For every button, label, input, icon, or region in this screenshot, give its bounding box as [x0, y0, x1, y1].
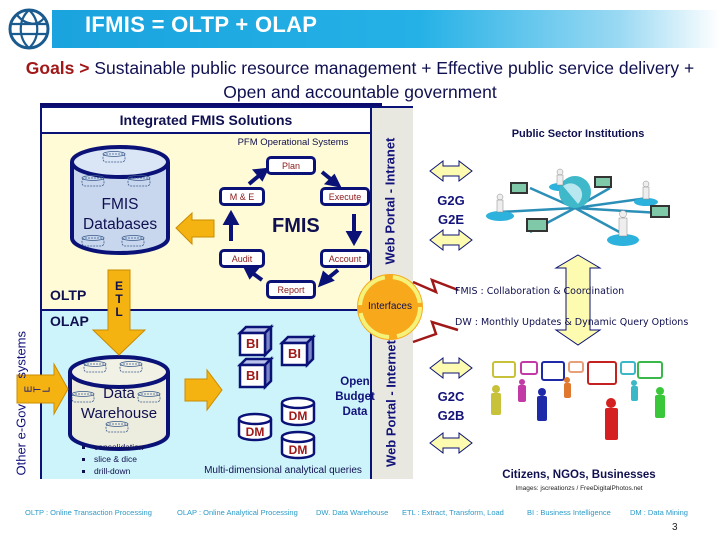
data-warehouse-line-1: Data: [103, 385, 135, 402]
fmis-databases-line-1: FMIS: [101, 196, 139, 213]
olap-label: OLAP: [50, 313, 89, 329]
g2e-label: G2E: [437, 212, 464, 227]
etl-left-arrow: [16, 362, 69, 416]
world-bank-globe-icon: [8, 8, 50, 50]
public-sector-title: Public Sector Institutions: [511, 128, 645, 140]
oltp-label: OLTP: [50, 287, 87, 303]
feature-item: slice & dice: [94, 453, 144, 465]
footer-dw-definition: DW. Data Warehouse: [316, 508, 389, 517]
etl-letters: E T L: [113, 280, 125, 319]
g2c-double-arrow-top: [429, 356, 473, 380]
fmis-databases-line-2: Databases: [83, 216, 158, 233]
g2g-double-arrow-top: [429, 159, 473, 183]
citizens-label: Citizens, NGOs, Businesses: [502, 469, 656, 481]
other-egov-label: Other e-Gov systems: [13, 331, 29, 476]
citizens-illustration: [491, 361, 665, 440]
open-budget-line: Data: [342, 406, 368, 418]
g2c-label: G2C: [437, 389, 465, 404]
footer-etl-definition: ETL : Extract, Transform, Load: [402, 508, 504, 517]
data-warehouse-icon: [68, 355, 170, 451]
cycle-arrows: [222, 167, 363, 288]
goals-line-2: Open and accountable government: [223, 82, 497, 102]
dm-label: DM: [245, 425, 265, 439]
plan-box: Plan: [266, 156, 316, 175]
page-number: 3: [672, 522, 678, 533]
goals-line-1: Sustainable public resource management +…: [94, 58, 695, 78]
left-etl-l: L: [41, 386, 53, 393]
data-warehouse-label: Data Warehouse: [78, 384, 160, 424]
mdq-label: Multi-dimensional analytical queries: [204, 465, 362, 476]
panel-title: Integrated FMIS Solutions: [42, 108, 370, 134]
bi-label: BI: [246, 336, 259, 351]
g2g-double-arrow-bottom: [429, 228, 473, 252]
title-bar: [52, 10, 720, 48]
g2c-double-arrow-bottom: [429, 431, 473, 455]
vertical-double-arrow: [554, 254, 602, 346]
etl-letter-t: T: [115, 292, 123, 306]
footer-dm-definition: DM : Data Mining: [630, 508, 688, 517]
slide-title: IFMIS = OLTP + OLAP: [85, 12, 318, 37]
goals-statement: Goals > Sustainable public resource mana…: [0, 56, 720, 104]
report-box: Report: [266, 280, 316, 299]
left-etl-letters: E T L: [24, 368, 56, 408]
footer-oltp-definition: OLTP : Online Transaction Processing: [25, 508, 152, 517]
g2b-label: G2B: [437, 408, 465, 423]
g2g-label: G2G: [437, 193, 465, 208]
fmis-databases-icon: [70, 145, 170, 255]
zigzag-link-dw: [412, 320, 459, 344]
interfaces-icon: [357, 274, 423, 340]
bi-label: BI: [246, 368, 259, 383]
me-box: M & E: [219, 187, 265, 206]
etl-down-arrow: [91, 269, 147, 356]
arrow-to-bi-dm: [184, 368, 223, 412]
footer-olap-definition: OLAP : Online Analytical Processing: [177, 508, 298, 517]
image-credit: Images: jscreationzs / FreeDigitalPhotos…: [515, 485, 643, 492]
execute-box: Execute: [320, 187, 370, 206]
warehouse-features: consolidation slice & dice drill-down: [84, 441, 144, 477]
open-budget-data-label: Open Budget Data: [330, 375, 380, 420]
zigzag-link-fmis: [412, 277, 459, 295]
footer-bi-definition: BI : Business Intelligence: [527, 508, 611, 517]
bi-label: BI: [288, 346, 301, 361]
dm-cylinders: [237, 396, 316, 460]
divider: [40, 103, 382, 106]
etl-letter-e: E: [114, 279, 123, 293]
audit-box: Audit: [219, 249, 265, 268]
open-budget-line: Budget: [335, 391, 375, 403]
bi-cubes: [236, 323, 317, 391]
account-box: Account: [320, 249, 370, 268]
public-sector-network-illustration: [486, 168, 670, 246]
interfaces-label: Interfaces: [368, 301, 412, 312]
dm-label: DM: [288, 443, 308, 457]
fmis-center-label: FMIS: [272, 215, 320, 237]
other-egov-text: Other e-Gov: [13, 403, 29, 476]
note-dw: DW : Monthly Updates & Dynamic Query Opt…: [455, 317, 689, 328]
other-egov-systems-text: systems: [13, 331, 29, 379]
g2g-g2e-label: G2G G2E: [428, 191, 474, 229]
data-warehouse-line-2: Warehouse: [80, 405, 158, 422]
goals-prefix: Goals >: [25, 58, 90, 78]
arrow-to-databases: [175, 211, 215, 246]
dm-label: DM: [288, 409, 308, 423]
pfm-title: PFM Operational Systems: [237, 137, 349, 148]
feature-item: drill-down: [94, 465, 144, 477]
open-budget-line: Open: [340, 376, 370, 388]
fmis-databases-label: FMIS Databases: [83, 195, 157, 235]
note-fmis: FMIS : Collaboration & Coordination: [455, 286, 625, 297]
feature-item: consolidation: [94, 441, 144, 453]
g2c-g2b-label: G2C G2B: [428, 387, 474, 425]
etl-letter-l: L: [115, 305, 123, 319]
